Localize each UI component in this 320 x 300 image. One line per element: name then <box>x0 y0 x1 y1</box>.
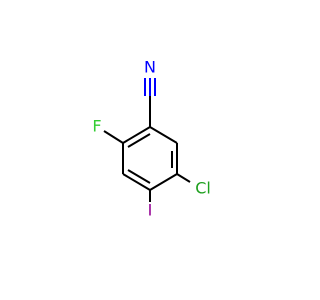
structure-canvas: N F Cl I <box>92 58 211 220</box>
substituent-bonds <box>103 130 191 202</box>
atom-label-iodine: I <box>148 201 153 220</box>
atom-label-chlorine: Cl <box>195 179 211 198</box>
bond-c1-c6 <box>149 126 178 144</box>
bond-c4-c5-inner <box>127 169 151 184</box>
bond-c5-cl <box>176 173 191 183</box>
bond-c2-c3-inner <box>127 133 151 148</box>
bond-c2-f <box>103 130 124 144</box>
bond-c4-c5 <box>149 173 178 191</box>
bond-c3-c4 <box>122 173 151 191</box>
atom-label-fluorine: F <box>92 117 101 136</box>
atom-label-nitrogen: N <box>144 58 156 77</box>
nitrile-group <box>144 78 156 127</box>
molecule-diagram: N F Cl I <box>92 58 211 220</box>
bond-c1-c2 <box>122 126 151 144</box>
ring-bonds <box>122 126 178 191</box>
